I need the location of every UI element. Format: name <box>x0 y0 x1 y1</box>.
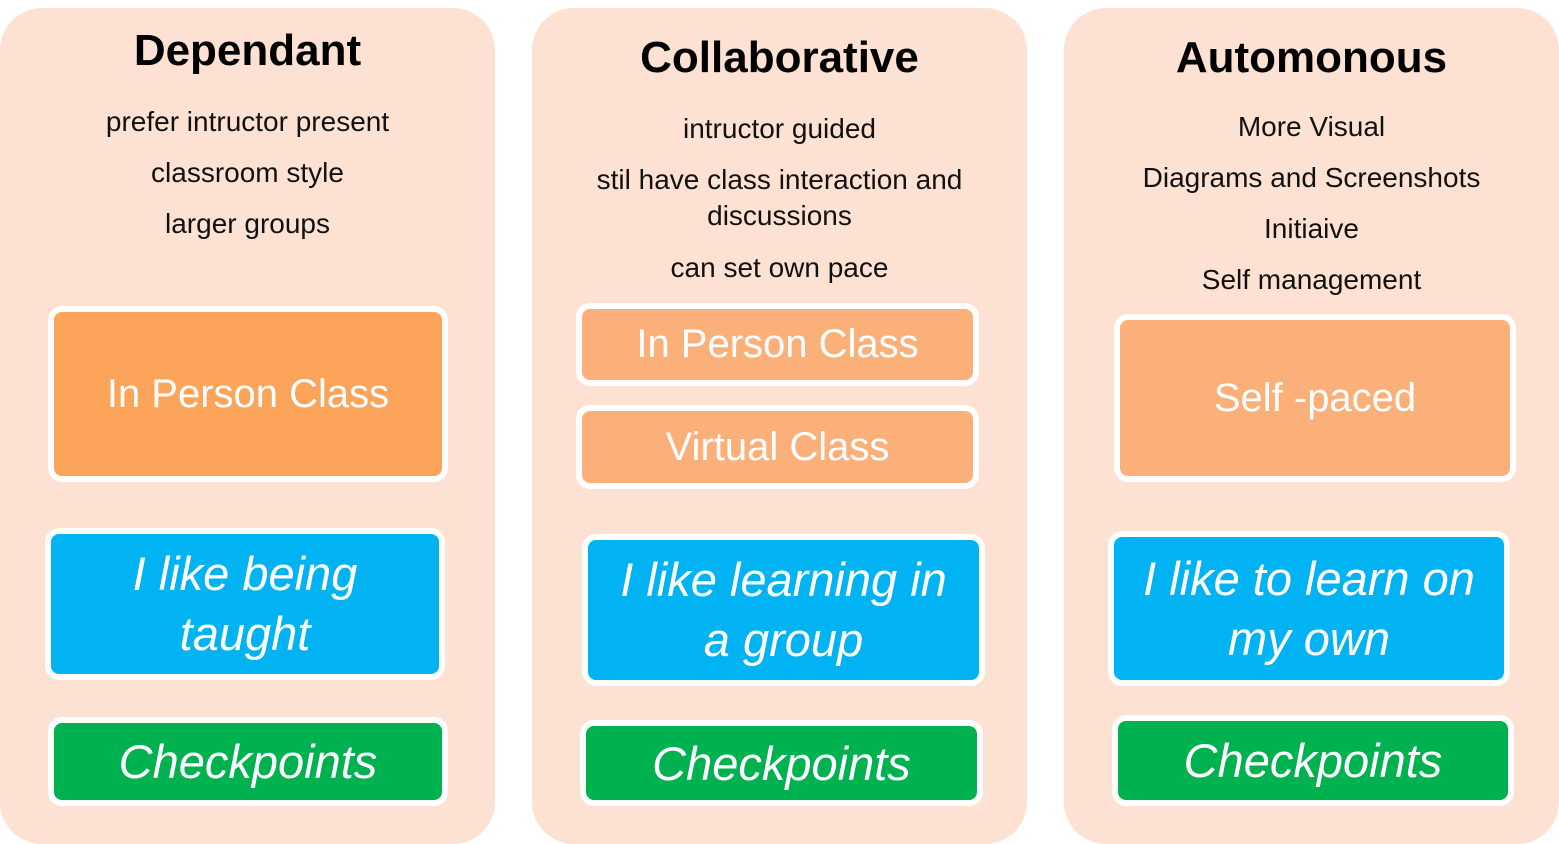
description-line: Diagrams and Screenshots <box>1142 162 1481 193</box>
preference-box: I like learning in a group <box>582 534 985 686</box>
description-line: classroom style <box>151 157 344 188</box>
column-title: Automonous <box>1175 33 1448 82</box>
description-line: larger groups <box>165 208 330 239</box>
checkpoints-box: Checkpoints <box>48 717 448 806</box>
mode-box-virtual: Virtual Class <box>576 405 979 489</box>
description-line: Self management <box>1201 264 1422 295</box>
description-line: Initiaive <box>1264 213 1359 244</box>
column-automonous: Automonous More Visual Diagrams and Scre… <box>1064 8 1559 844</box>
description-line: intructor guided <box>682 113 876 144</box>
column-dependant: Dependant prefer intructor present class… <box>0 8 495 844</box>
checkpoints-box: Checkpoints <box>580 720 983 806</box>
mode-box-self-paced: Self -paced <box>1114 314 1516 482</box>
column-title: Dependant <box>133 26 362 75</box>
column-title: Collaborative <box>640 33 919 82</box>
description-line: can set own pace <box>670 252 889 283</box>
preference-box: I like to learn on my own <box>1108 531 1510 686</box>
mode-box-in-person: In Person Class <box>576 303 979 386</box>
preference-box: I like being taught <box>45 528 445 680</box>
mode-box-in-person: In Person Class <box>48 306 448 482</box>
column-collaborative: Collaborative intructor guided stil have… <box>532 8 1027 844</box>
description-line: stil have class interaction and discussi… <box>596 164 963 231</box>
description-line: prefer intructor present <box>105 106 390 137</box>
checkpoints-box: Checkpoints <box>1112 715 1514 806</box>
description-line: More Visual <box>1237 111 1386 142</box>
